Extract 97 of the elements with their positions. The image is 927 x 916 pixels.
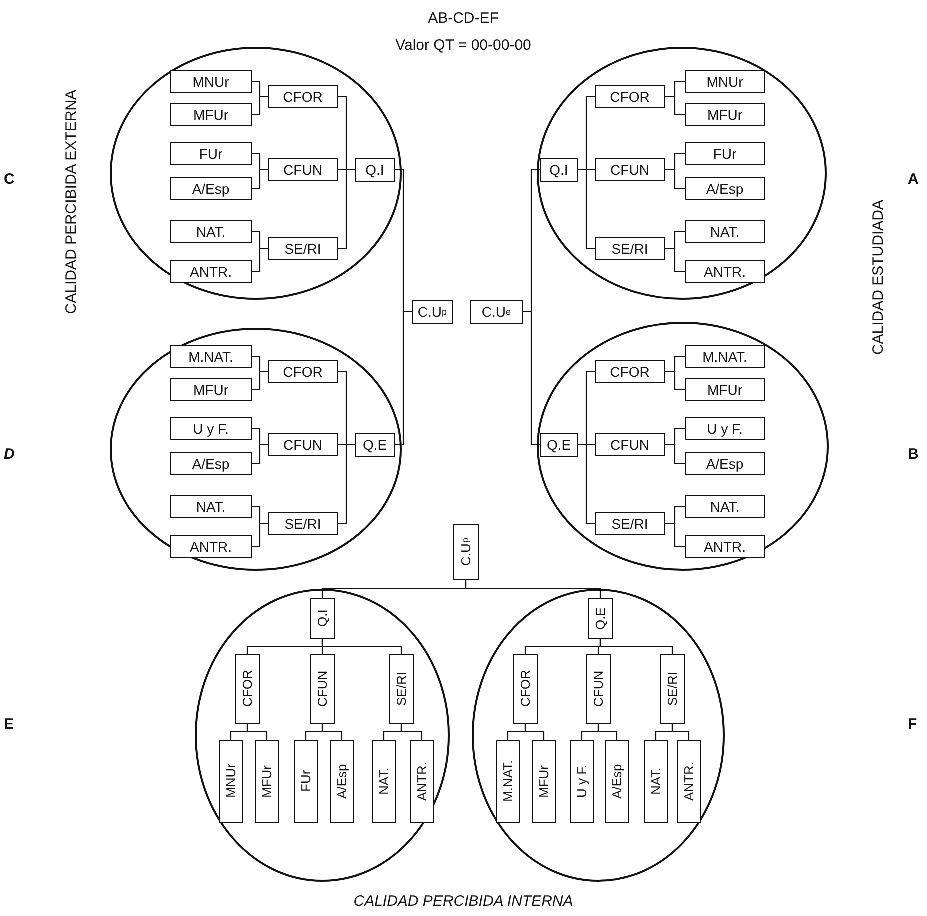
term-box: MFUr [255, 740, 279, 823]
section-caption: CALIDAD PERCIBIDA EXTERNA [63, 90, 80, 314]
term-box: MFUr [170, 378, 252, 401]
connector-line [252, 96, 268, 116]
term-box: A/Esp [170, 452, 252, 475]
panel-letter: B [908, 446, 919, 463]
term-box: U y F. [685, 417, 765, 440]
term-box: Q.E [588, 598, 613, 639]
term-box: Q.E [540, 433, 578, 457]
term-box: A/Esp [170, 177, 252, 200]
term-box: ANTR. [170, 535, 252, 558]
connector-line [252, 168, 268, 190]
term-box: FUr [294, 740, 318, 823]
term-box: CFUN [268, 433, 338, 456]
term-box: M.NAT. [170, 345, 252, 368]
term-box: A/Esp [330, 740, 354, 823]
panel-letter: E [4, 716, 14, 733]
term-box: CFUN [586, 654, 611, 724]
connector-line [665, 168, 685, 190]
term-box: NAT. [170, 495, 252, 518]
term-box: CFOR [268, 360, 338, 383]
term-box: ANTR. [685, 260, 765, 283]
term-box: NAT. [170, 220, 252, 243]
term-box: ANTR. [410, 740, 434, 823]
term-box: CFOR [268, 85, 338, 108]
circle-outline [472, 589, 725, 882]
term-box: CFOR [235, 654, 260, 724]
term-box: CFUN [310, 654, 335, 724]
term-box: ANTR. [685, 535, 765, 558]
connector-line [252, 522, 268, 548]
term-box: U y F. [570, 740, 594, 823]
term-box: M.NAT. [685, 345, 765, 368]
connector-line [252, 370, 268, 390]
circle-outline [195, 589, 450, 882]
connector-line [465, 580, 602, 598]
term-box: ANTR. [170, 260, 252, 283]
term-box: MFUr [170, 103, 252, 126]
term-box: MFUr [685, 378, 765, 401]
circle-outline [537, 322, 829, 571]
section-caption: CALIDAD ESTUDIADA [870, 200, 887, 356]
term-box: A/Esp [685, 177, 765, 200]
term-box: CFOR [513, 654, 538, 724]
term-box: SE/RI [268, 512, 338, 535]
term-box: A/Esp [605, 740, 629, 823]
connector-line [598, 724, 618, 740]
term-box: ANTR. [677, 740, 701, 823]
term-box: MNUr [219, 740, 243, 823]
connector-line [665, 444, 685, 464]
term-box: Q.I [355, 158, 395, 182]
term-box: NAT. [644, 740, 668, 823]
term-box: CFUN [595, 433, 665, 456]
term-box: NAT. [372, 740, 396, 823]
term-box: MFUr [685, 103, 765, 126]
panel-letter: F [908, 716, 918, 733]
term-box: CFUN [268, 158, 338, 181]
connector-line [322, 724, 343, 740]
term-box: SE/RI [595, 512, 665, 535]
term-box: NAT. [685, 220, 765, 243]
connector-line [672, 724, 690, 740]
term-box: MFUr [532, 740, 556, 823]
term-box: M.NAT. [496, 740, 520, 823]
connector-line [395, 311, 412, 446]
term-box: CFOR [595, 85, 665, 108]
term-box: NAT. [685, 495, 765, 518]
value-note: Valor QT = 00-00-00 [394, 37, 532, 54]
term-box: Q.I [310, 598, 335, 639]
panel-letter: D [4, 446, 15, 463]
term-box: SE/RI [595, 237, 665, 260]
term-box: Q.I [540, 158, 578, 182]
term-box: A/Esp [685, 452, 765, 475]
connector-line [665, 370, 685, 390]
panel-letter: A [908, 171, 919, 188]
connector-line [246, 724, 268, 740]
connector-line [524, 724, 545, 740]
term-box: U y F. [170, 417, 252, 440]
connector-line [600, 639, 674, 654]
connector-line [252, 444, 268, 464]
circle-outline [537, 47, 827, 300]
connector-line [252, 248, 268, 272]
term-box: SE/RI [389, 654, 414, 724]
connector-line [523, 311, 540, 446]
term-box: CFUN [595, 158, 665, 181]
connector-line [665, 96, 685, 116]
diagram-title: AB-CD-EF [427, 10, 500, 27]
term-box: FUr [170, 142, 252, 165]
term-box: CFOR [595, 360, 665, 383]
connector-line [322, 639, 402, 654]
panel-letter: C [4, 171, 15, 188]
circle-outline [110, 328, 402, 571]
term-box: MNUr [170, 70, 252, 93]
term-box: Q.E [355, 433, 395, 457]
term-box: MNUr [685, 70, 765, 93]
connector-line [400, 724, 423, 740]
term-box: SE/RI [660, 654, 685, 724]
term-box: FUr [685, 142, 765, 165]
term-box: SE/RI [268, 237, 338, 260]
section-caption: CALIDAD PERCIBIDA INTERNA [352, 893, 574, 910]
